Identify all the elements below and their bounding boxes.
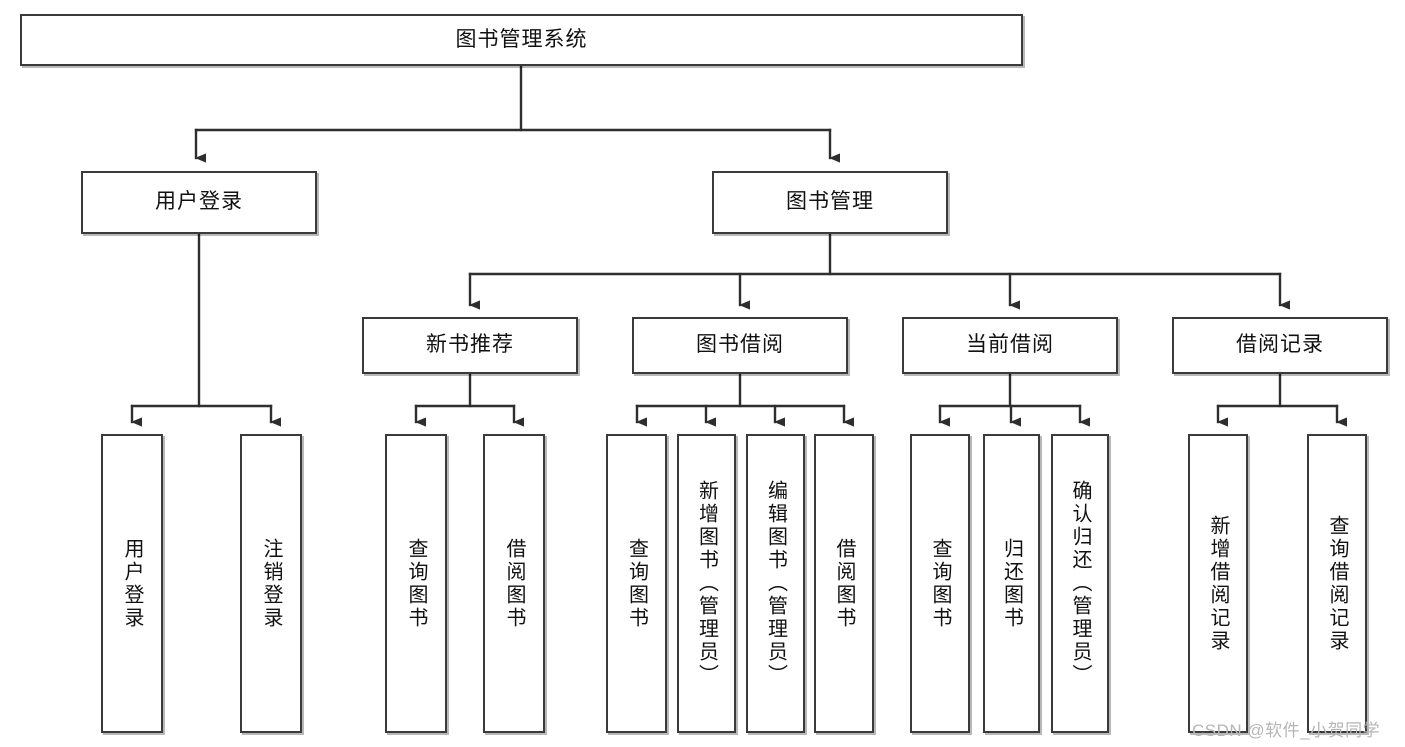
- leaf-confirm-return-admin-label: 确认归还（管理员）: [1069, 480, 1091, 687]
- leaf-edit-book-admin[interactable]: 编辑图书（管理员）: [746, 434, 805, 733]
- leaf-borrow-book[interactable]: 借阅图书: [814, 434, 874, 733]
- leaf-query-borrow-record[interactable]: 查询借阅记录: [1307, 434, 1367, 733]
- leaf-edit-book-admin-label: 编辑图书（管理员）: [764, 480, 787, 687]
- node-user-login-label: 用户登录: [155, 190, 243, 214]
- leaf-query-book-current-label: 查询图书: [929, 537, 951, 630]
- node-book-management[interactable]: 图书管理: [712, 171, 948, 234]
- node-current-borrow[interactable]: 当前借阅: [902, 317, 1118, 374]
- node-root[interactable]: 图书管理系统: [20, 14, 1023, 66]
- leaf-return-book[interactable]: 归还图书: [983, 434, 1040, 733]
- leaf-borrow-book-recommend-label: 借阅图书: [503, 537, 525, 630]
- node-new-book-recommend-label: 新书推荐: [426, 333, 514, 357]
- leaf-query-book-recommend[interactable]: 查询图书: [385, 434, 447, 733]
- node-borrow-record-label: 借阅记录: [1236, 333, 1324, 357]
- leaf-add-borrow-record-label: 新增借阅记录: [1207, 514, 1229, 653]
- node-book-management-label: 图书管理: [786, 190, 874, 214]
- node-user-login[interactable]: 用户登录: [81, 171, 317, 234]
- leaf-add-book-admin-label: 新增图书（管理员）: [695, 480, 718, 687]
- leaf-query-borrow-record-label: 查询借阅记录: [1326, 514, 1348, 653]
- leaf-confirm-return-admin[interactable]: 确认归还（管理员）: [1051, 434, 1109, 733]
- node-borrow-record[interactable]: 借阅记录: [1172, 317, 1388, 374]
- node-book-borrow-label: 图书借阅: [696, 333, 784, 357]
- leaf-query-book-borrow[interactable]: 查询图书: [606, 434, 667, 733]
- node-book-borrow[interactable]: 图书借阅: [632, 317, 848, 374]
- leaf-query-book-recommend-label: 查询图书: [405, 537, 427, 630]
- leaf-borrow-book-recommend[interactable]: 借阅图书: [483, 434, 545, 733]
- leaf-add-book-admin[interactable]: 新增图书（管理员）: [677, 434, 736, 733]
- leaf-logout[interactable]: 注销登录: [240, 434, 302, 733]
- node-new-book-recommend[interactable]: 新书推荐: [362, 317, 578, 374]
- leaf-borrow-book-label: 借阅图书: [833, 537, 855, 630]
- node-current-borrow-label: 当前借阅: [966, 333, 1054, 357]
- leaf-user-login-label: 用户登录: [121, 537, 143, 630]
- leaf-add-borrow-record[interactable]: 新增借阅记录: [1188, 434, 1248, 733]
- leaf-query-book-borrow-label: 查询图书: [625, 537, 648, 630]
- leaf-logout-label: 注销登录: [260, 537, 282, 630]
- leaf-user-login[interactable]: 用户登录: [101, 434, 163, 733]
- leaf-query-book-current[interactable]: 查询图书: [910, 434, 970, 733]
- node-root-label: 图书管理系统: [455, 27, 588, 51]
- leaf-return-book-label: 归还图书: [1000, 537, 1023, 630]
